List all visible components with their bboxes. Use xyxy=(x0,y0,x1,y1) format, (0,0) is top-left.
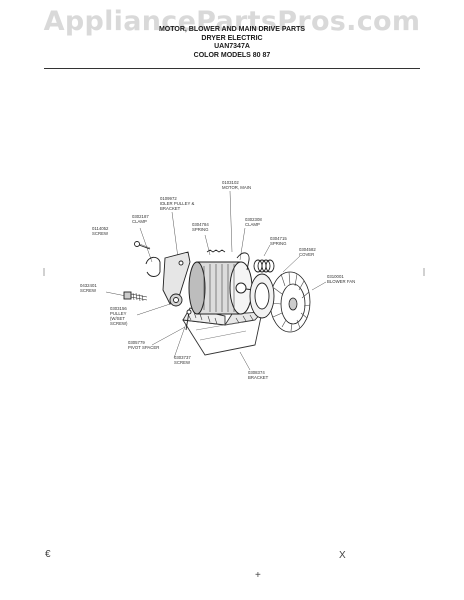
label-pivot-spacer: 0305779 PIVOT SPACER xyxy=(128,340,159,350)
label-screw-bottom: 0303737 SCREW xyxy=(174,355,191,365)
label-clamp-left: 0302187 CLAMP xyxy=(132,214,149,224)
part-name: BLOWER FAN xyxy=(327,279,356,284)
spring-right xyxy=(253,259,275,273)
part-number: 0302187 xyxy=(132,214,149,219)
part-name: PIVOT SPACER xyxy=(128,345,160,350)
pivot-spacer-and-screw xyxy=(185,309,192,331)
clamp-right xyxy=(236,252,250,271)
corner-mark-right: X xyxy=(339,550,346,561)
part-name: COVER xyxy=(299,252,315,257)
label-screw-lower: 0432401 SCREW xyxy=(80,283,97,293)
part-number: 0303156 xyxy=(110,306,127,311)
header-subtitle: DRYER ELECTRIC xyxy=(201,34,263,42)
part-number: 0302308 xyxy=(245,217,262,222)
center-mark-bottom: + xyxy=(255,570,261,581)
cover xyxy=(249,273,275,319)
label-bracket: 0308374 BRACKET xyxy=(248,370,268,380)
corner-mark-left: € xyxy=(45,549,51,560)
part-number: 0303737 xyxy=(174,355,191,360)
part-name: SCREW xyxy=(80,288,96,293)
screw-lower xyxy=(123,291,148,302)
motor-main xyxy=(188,261,263,315)
spring-upper xyxy=(206,249,226,253)
screw-left xyxy=(134,241,151,250)
idler-pulley-bracket xyxy=(162,251,191,307)
part-number: 0308374 xyxy=(248,370,265,375)
part-number: 0103102 xyxy=(222,180,239,185)
part-number: 0109972 xyxy=(160,196,177,201)
label-idler-pulley: 0109972 IDLER PULLEY & BRACKET xyxy=(160,196,202,211)
part-number: 0304582 xyxy=(299,247,316,252)
part-number: 0432401 xyxy=(80,283,97,288)
label-blower-fan: 0310001 BLOWER FAN xyxy=(327,274,355,284)
watermark: AppliancePartsPros.com xyxy=(43,6,421,37)
label-clamp-right: 0302308 CLAMP xyxy=(245,217,262,227)
diagram-header: MOTOR, BLOWER AND MAIN DRIVE PARTS DRYER… xyxy=(60,26,404,60)
part-name: PULLEY (W/SET SCREW) xyxy=(110,311,128,326)
header-title: MOTOR, BLOWER AND MAIN DRIVE PARTS xyxy=(158,26,306,33)
stray-marks xyxy=(43,268,425,276)
header-color-models: COLOR MODELS 80 87 xyxy=(193,51,271,59)
part-number: 0304784 xyxy=(192,222,209,227)
header-model: UAN7347A xyxy=(214,43,250,50)
blower-fan xyxy=(269,271,311,333)
header-rule xyxy=(44,68,420,69)
label-screw-left: 0114052 SCREW xyxy=(92,226,108,236)
part-name: CLAMP xyxy=(245,222,260,227)
part-name: MOTOR, MAIN xyxy=(222,185,252,190)
part-number: 0305779 xyxy=(128,340,145,345)
label-cover: 0304582 COVER xyxy=(299,247,316,257)
label-spring-right: 0304715 SPRING xyxy=(270,236,287,246)
part-name: SCREW xyxy=(174,360,190,365)
part-number: 0310001 xyxy=(327,274,344,279)
label-motor-main: 0103102 MOTOR, MAIN xyxy=(222,180,251,190)
part-name: SCREW xyxy=(92,231,108,236)
part-number: 0304715 xyxy=(270,236,287,241)
label-spring-upper: 0304784 SPRING xyxy=(192,222,209,232)
label-pulley: 0303156 PULLEY (W/SET SCREW) xyxy=(110,306,140,326)
part-name: BRACKET xyxy=(248,375,269,380)
part-name: IDLER PULLEY & BRACKET xyxy=(160,201,195,211)
part-name: SPRING xyxy=(270,241,287,246)
clamp-left xyxy=(145,256,161,277)
part-name: CLAMP xyxy=(132,219,147,224)
bracket xyxy=(182,307,264,356)
part-number: 0114052 xyxy=(92,226,109,231)
part-name: SPRING xyxy=(192,227,209,232)
